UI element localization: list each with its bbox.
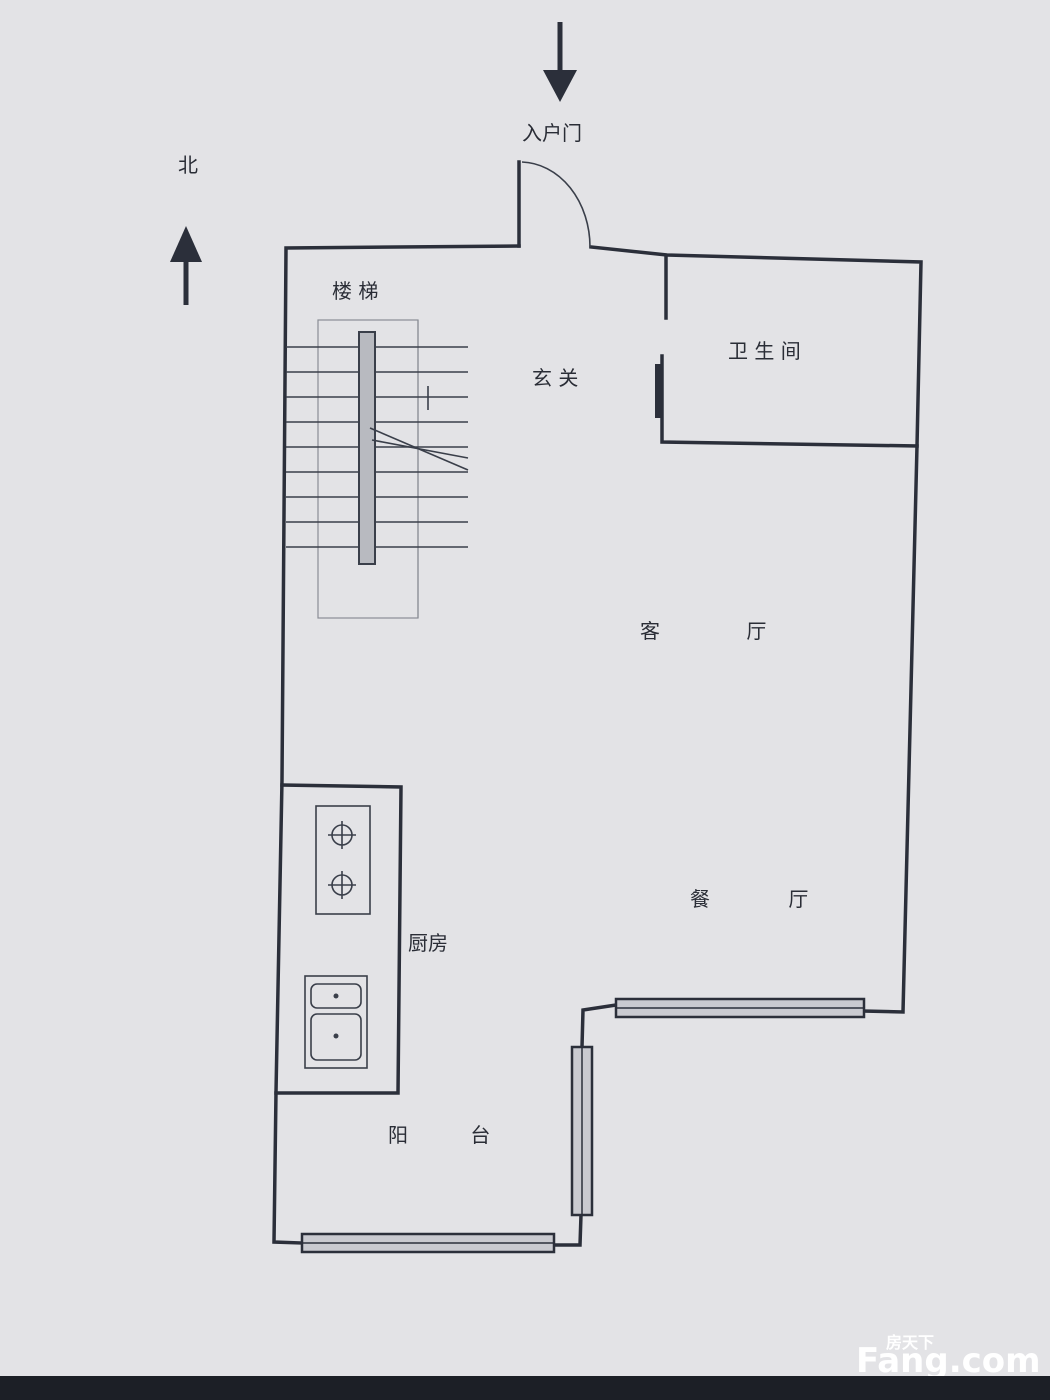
balcony-side-window xyxy=(570,1045,594,1217)
kitchen-counter xyxy=(274,783,403,1095)
room-label-bathroom: 卫 生 间 xyxy=(728,339,801,363)
entrance-label: 入户门 xyxy=(522,121,582,145)
screen-bezel xyxy=(0,1376,1050,1400)
room-label-stairs: 楼 梯 xyxy=(332,279,378,303)
balcony-window xyxy=(300,1232,556,1254)
svg-text:房天下: 房天下 xyxy=(886,1333,934,1352)
north-arrow-icon xyxy=(170,226,202,305)
room-label-dining: 餐 厅 xyxy=(690,887,844,911)
north-label: 北 xyxy=(178,153,198,177)
svg-text:Fang.com: Fang.com xyxy=(856,1341,1041,1381)
room-label-foyer: 玄 关 xyxy=(532,366,578,390)
entrance-arrow-icon xyxy=(543,22,577,102)
staircase xyxy=(286,319,469,619)
room-label-living: 客 厅 xyxy=(640,619,806,643)
stove-icon xyxy=(328,821,356,899)
dining-window xyxy=(614,997,866,1019)
room-label-kitchen: 厨房 xyxy=(408,931,448,955)
sink-icon xyxy=(310,983,362,1061)
entrance-door xyxy=(521,161,591,248)
exterior-walls xyxy=(272,160,923,1247)
bathroom-walls xyxy=(655,254,919,448)
room-label-balcony: 阳 台 xyxy=(388,1123,518,1147)
fang-watermark-logo: 房天下 Fang.com xyxy=(856,1333,1041,1381)
